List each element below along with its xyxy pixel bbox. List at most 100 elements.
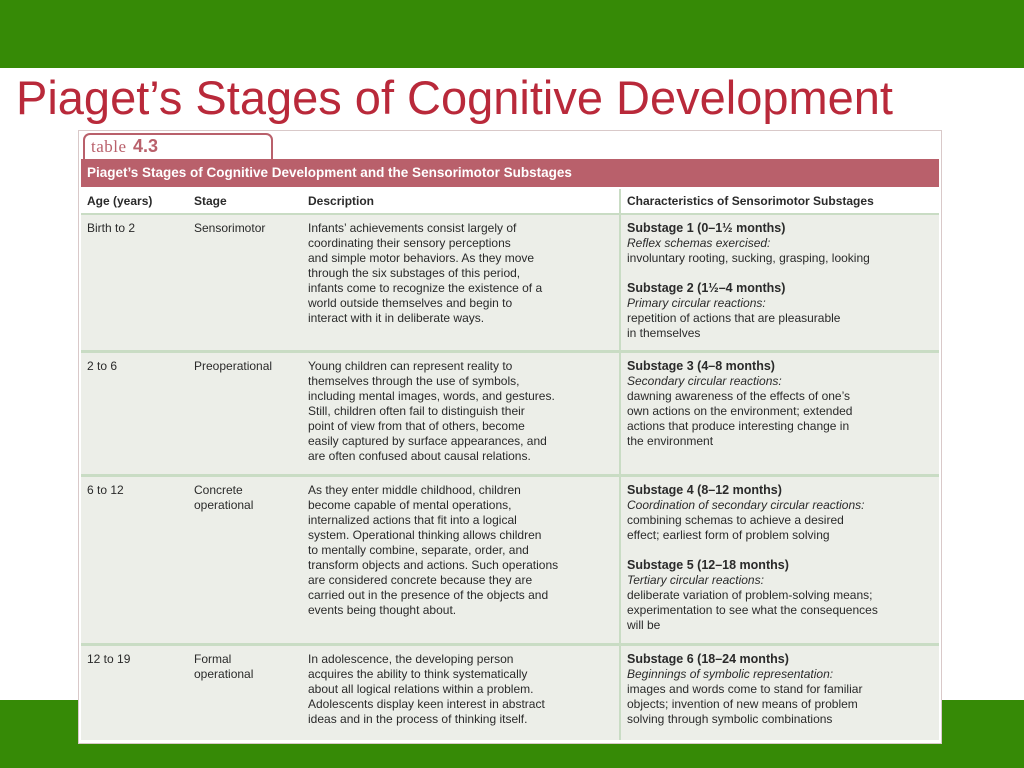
table-row: 12 to 19 Formal operational In adolescen…	[81, 644, 939, 740]
top-green-bar	[0, 0, 1024, 68]
description-line: including mental images, words, and gest…	[308, 388, 555, 403]
substage-name: Tertiary circular reactions:	[627, 572, 764, 587]
description-line: Infants’ achievements consist largely of	[308, 221, 517, 235]
substage-line: own actions on the environment; extended	[627, 403, 853, 418]
cell-description: Infants’ achievements consist largely of…	[302, 214, 620, 353]
substage-line: solving through symbolic combinations	[627, 711, 833, 726]
table-tab-label: table	[91, 137, 127, 156]
description-line: point of view from that of others, becom…	[308, 418, 525, 433]
substage-title: Substage 5 (12–18 months)	[627, 557, 789, 572]
cell-description: As they enter middle childhood, children…	[302, 475, 620, 646]
table-row: Birth to 2 Sensorimotor Infants’ achieve…	[81, 214, 939, 353]
description-line: interact with it in deliberate ways.	[308, 311, 485, 325]
header-substages: Characteristics of Sensorimotor Substage…	[619, 189, 939, 215]
description-line: and simple motor behaviors. As they move	[308, 251, 535, 265]
substage-line: objects; invention of new means of probl…	[627, 696, 858, 711]
description-line: Young children can represent reality to	[308, 358, 513, 373]
cell-stage: Sensorimotor	[188, 214, 302, 353]
description-line: In adolescence, the developing person	[308, 651, 514, 666]
substage-block: Substage 6 (18–24 months) Beginnings of …	[627, 652, 933, 727]
description-line: become capable of mental operations,	[308, 497, 512, 512]
description-line: system. Operational thinking allows chil…	[308, 527, 542, 542]
cell-description: In adolescence, the developing person ac…	[302, 644, 620, 740]
description-line: coordinating their sensory perceptions	[308, 236, 511, 250]
stage-line: Sensorimotor	[194, 221, 266, 235]
substage-title: Substage 6 (18–24 months)	[627, 651, 789, 666]
description-line: acquires the ability to think systematic…	[308, 666, 528, 681]
table-tab: table 4.3	[83, 133, 273, 161]
description-line: transform objects and actions. Such oper…	[308, 557, 559, 572]
cell-stage: Formal operational	[188, 644, 302, 740]
stage-line: Formal	[194, 651, 232, 666]
description-line: events being thought about.	[308, 602, 457, 617]
description-line: easily captured by surface appearances, …	[308, 433, 547, 448]
stages-table: Age (years) Stage Description Characteri…	[81, 189, 939, 740]
cell-substages: Substage 1 (0–1½ months) Reflex schemas …	[619, 214, 939, 353]
stage-line: operational	[194, 497, 254, 512]
description-line: infants come to recognize the existence …	[308, 281, 543, 295]
substage-block: Substage 1 (0–1½ months) Reflex schemas …	[627, 221, 933, 266]
description-line: carried out in the presence of the objec…	[308, 587, 549, 602]
table-tab-number: 4.3	[133, 136, 159, 156]
cell-stage: Preoperational	[188, 351, 302, 477]
stage-line: Concrete	[194, 482, 243, 497]
cell-substages: Substage 6 (18–24 months) Beginnings of …	[619, 644, 939, 740]
cell-substages: Substage 4 (8–12 months) Coordination of…	[619, 475, 939, 646]
header-stage: Stage	[188, 189, 302, 215]
description-line: are often confused about causal relation…	[308, 448, 531, 463]
stage-line: Preoperational	[194, 358, 273, 373]
substage-name: Coordination of secondary circular react…	[627, 497, 865, 512]
substage-line: involuntary rooting, sucking, grasping, …	[627, 251, 870, 265]
substage-block: Substage 2 (1½–4 months) Primary circula…	[627, 281, 933, 341]
table-row: 2 to 6 Preoperational Young children can…	[81, 351, 939, 477]
substage-title: Substage 2 (1½–4 months)	[627, 281, 786, 295]
description-line: As they enter middle childhood, children	[308, 482, 521, 497]
description-line: Adolescents display keen interest in abs…	[308, 696, 545, 711]
cell-age: 12 to 19	[81, 644, 188, 740]
cell-age: 2 to 6	[81, 351, 188, 477]
table-figure: table 4.3 Piaget’s Stages of Cognitive D…	[78, 130, 942, 744]
header-age: Age (years)	[81, 189, 188, 215]
substage-block: Substage 4 (8–12 months) Coordination of…	[627, 483, 933, 543]
cell-age: 6 to 12	[81, 475, 188, 646]
description-line: Still, children often fail to distinguis…	[308, 403, 525, 418]
substage-line: the environment	[627, 433, 714, 448]
substage-line: dawning awareness of the effects of one’…	[627, 388, 851, 403]
description-line: about all logical relations within a pro…	[308, 681, 534, 696]
substage-title: Substage 1 (0–1½ months)	[627, 221, 786, 235]
substage-line: experimentation to see what the conseque…	[627, 602, 878, 617]
substage-line: will be	[627, 617, 661, 632]
cell-substages: Substage 3 (4–8 months) Secondary circul…	[619, 351, 939, 477]
cell-age: Birth to 2	[81, 214, 188, 353]
table-header-row: Age (years) Stage Description Characteri…	[81, 189, 939, 215]
substage-line: in themselves	[627, 326, 701, 340]
substage-line: combining schemas to achieve a desired	[627, 512, 844, 527]
description-line: to mentally combine, separate, order, an…	[308, 542, 529, 557]
substage-name: Reflex schemas exercised:	[627, 236, 771, 250]
substage-line: images and words come to stand for famil…	[627, 681, 863, 696]
substage-title: Substage 4 (8–12 months)	[627, 482, 782, 497]
substage-line: effect; earliest form of problem solving	[627, 527, 830, 542]
cell-description: Young children can represent reality to …	[302, 351, 620, 477]
substage-title: Substage 3 (4–8 months)	[627, 358, 775, 373]
description-line: themselves through the use of symbols,	[308, 373, 520, 388]
substage-name: Secondary circular reactions:	[627, 373, 782, 388]
cell-stage: Concrete operational	[188, 475, 302, 646]
description-line: are considered concrete because they are	[308, 572, 533, 587]
slide-title: Piaget’s Stages of Cognitive Development	[16, 71, 893, 124]
table-caption: Piaget’s Stages of Cognitive Development…	[81, 159, 939, 187]
substage-name: Primary circular reactions:	[627, 296, 766, 310]
description-line: internalized actions that fit into a log…	[308, 512, 517, 527]
table-row: 6 to 12 Concrete operational As they ent…	[81, 475, 939, 646]
substage-block: Substage 5 (12–18 months) Tertiary circu…	[627, 558, 933, 633]
header-description: Description	[302, 189, 620, 215]
stage-line: operational	[194, 666, 254, 681]
description-line: through the six substages of this period…	[308, 266, 521, 280]
description-line: ideas and in the process of thinking its…	[308, 711, 528, 726]
substage-name: Beginnings of symbolic representation:	[627, 666, 834, 681]
description-line: world outside themselves and begin to	[308, 296, 513, 310]
substage-block: Substage 3 (4–8 months) Secondary circul…	[627, 359, 933, 449]
substage-line: repetition of actions that are pleasurab…	[627, 311, 841, 325]
substage-line: deliberate variation of problem-solving …	[627, 587, 873, 602]
substage-line: actions that produce interesting change …	[627, 418, 850, 433]
